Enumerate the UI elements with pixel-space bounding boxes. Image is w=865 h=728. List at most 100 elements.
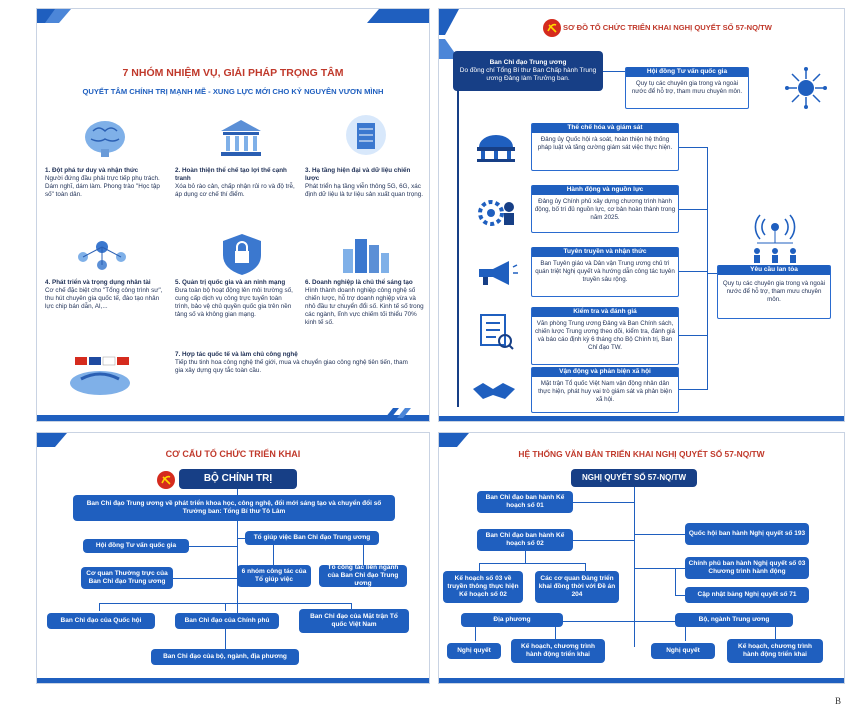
group-inspection-head: Kiểm tra và đánh giá	[532, 307, 678, 317]
connector	[679, 209, 707, 210]
decor-chevrons-right	[359, 9, 429, 23]
group-communication-body: Ban Tuyên giáo và Dân vận Trung ương chủ…	[535, 260, 675, 284]
central-committee-body: Do đồng chí Tổng Bí thư Ban Chấp hành Tr…	[459, 67, 597, 82]
plan-01-box: Ban Chỉ đạo ban hành Kế hoạch số 01	[477, 491, 573, 513]
spine-line	[457, 91, 459, 407]
connector	[363, 545, 364, 565]
decor-chevrons	[37, 9, 97, 39]
talent-network-icon	[71, 235, 133, 280]
connector	[675, 595, 685, 596]
six-groups-box: 6 nhóm công tác của Tổ giúp việc	[237, 565, 311, 587]
group-mobilization-head: Vận động và phản biện xã hội	[532, 367, 678, 377]
page-title: 7 NHÓM NHIỆM VỤ, GIẢI PHÁP TRỌNG TÂM	[122, 67, 344, 79]
task-2: 2. Hoàn thiện thể chế tạo lợi thế cạnh t…	[175, 167, 297, 199]
ministry-plan-box: Kế hoạch, chương trình hành động triển k…	[727, 639, 823, 663]
central-steering-box: Ban Chỉ đạo Trung ương về phát triển kho…	[73, 495, 395, 521]
decor-chevrons	[37, 433, 87, 451]
gear-people-icon	[473, 195, 519, 236]
page-marker: B	[834, 696, 841, 706]
task-2-body: Xóa bỏ rào cản, chấp nhận rủi ro và độ t…	[175, 183, 295, 199]
root-resolution-box: NGHỊ QUYẾT SỐ 57-NQ/TW	[571, 469, 697, 487]
connector	[679, 389, 707, 390]
city-skyline-icon	[337, 231, 393, 280]
task-4-body: Cơ chế đặc biệt cho "Tổng công trình sư"…	[45, 287, 163, 311]
panel-seven-task-groups: 7 NHÓM NHIỆM VỤ, GIẢI PHÁP TRỌNG TÂM QUY…	[36, 8, 430, 422]
bottom-stripe	[37, 415, 429, 421]
task-6: 6. Doanh nghiệp là chủ thể sáng tạo Hình…	[305, 279, 425, 327]
international-flags-icon	[59, 349, 141, 404]
document-title: HỆ THỐNG VĂN BẢN TRIỂN KHAI NGHỊ QUYẾT S…	[518, 449, 765, 459]
panel-document-system: HỆ THỐNG VĂN BẢN TRIỂN KHAI NGHỊ QUYẾT S…	[438, 432, 845, 684]
data-center-icon	[339, 113, 393, 164]
interagency-team-box: Tổ công tác liên ngành của Ban Chỉ đạo T…	[319, 564, 407, 587]
plan-03-box: Kế hoạch số 03 về truyền thông thực hiện…	[443, 571, 523, 603]
government-building-icon	[215, 117, 267, 164]
panel-org-structure: CƠ CẤU TỔ CHỨC TRIỂN KHAI BỘ CHÍNH TRỊ B…	[36, 432, 430, 684]
task-5-body: Đưa toàn bộ hoạt động lên môi trường số,…	[175, 287, 293, 319]
standing-agency-box: Cơ quan Thường trực của Ban Chỉ đạo Trun…	[81, 567, 173, 589]
connector	[679, 335, 707, 336]
advisory-council-body: Quy tụ các chuyên gia trong và ngoài nướ…	[631, 80, 743, 96]
signal-people-icon	[745, 213, 805, 272]
connector	[99, 603, 100, 611]
group-inspection-body: Văn phòng Trung ương Đảng và Ban Chính s…	[535, 320, 675, 352]
connector	[189, 546, 237, 547]
connector	[775, 627, 776, 641]
central-committee-head: Ban Chỉ đạo Trung ương	[489, 59, 567, 67]
connector	[237, 489, 238, 495]
checklist-icon	[475, 311, 515, 356]
advisory-council-box: Hội đồng Tư vấn quốc gia	[83, 539, 189, 553]
panel-implementation-diagram: SƠ ĐỒ TỔ CHỨC TRIỂN KHAI NGHỊ QUYẾT SỐ 5…	[438, 8, 845, 422]
group-legislation-body: Đảng ủy Quốc hội rà soát, hoàn thiện hệ …	[537, 136, 673, 152]
connector	[573, 540, 634, 541]
central-committee-box: Ban Chỉ đạo Trung ương Do đồng chí Tổng …	[453, 51, 603, 91]
connector	[634, 487, 635, 647]
task-1-body: Người đứng đầu phải trực tiếp phụ trách.…	[45, 175, 160, 199]
connector	[479, 563, 585, 564]
task-7: 7. Hợp tác quốc tế và làm chủ công nghệ …	[175, 351, 415, 375]
task-7-body: Tiếp thu tinh hoa công nghệ thế giới, mu…	[175, 359, 408, 375]
local-steering-box: Ban Chỉ đạo của bộ, ngành, địa phương	[151, 649, 299, 665]
connector	[675, 568, 676, 595]
group-action-body: Đảng ủy Chính phủ xây dựng chương trình …	[534, 198, 676, 222]
shield-icon	[217, 231, 267, 282]
group-legislation-head: Thể chế hóa và giám sát	[532, 123, 678, 133]
handshake-icon	[469, 375, 519, 410]
party-emblem-icon	[543, 19, 561, 37]
local-level-box: Địa phương	[461, 613, 563, 627]
task-6-body: Hình thành doanh nghiệp công nghệ số chi…	[305, 287, 424, 327]
network-globe-icon	[783, 65, 829, 116]
assembly-steering-box: Ban Chỉ đạo của Quốc hội	[47, 613, 155, 629]
task-4: 4. Phát triển và trọng dụng nhân tài Cơ …	[45, 279, 167, 311]
group-action: Hành động và nguồn lực Đảng ủy Chính phủ…	[531, 185, 679, 233]
local-resolution-box: Nghị quyết	[447, 643, 501, 659]
connector	[679, 147, 707, 148]
task-3: 3. Hạ tầng hiện đại và dữ liệu chiến lượ…	[305, 167, 425, 199]
group-communication-head: Tuyên truyền và nhận thức	[532, 247, 678, 257]
bottom-stripe	[439, 678, 844, 683]
page-subtitle: QUYẾT TÂM CHÍNH TRỊ MẠNH MẼ - XUNG LỰC M…	[82, 87, 384, 96]
ministry-resolution-box: Nghị quyết	[651, 643, 715, 659]
task-2-head: 2. Hoàn thiện thể chế tạo lợi thế cạnh t…	[175, 167, 287, 183]
group-legislation: Thể chế hóa và giám sát Đảng ủy Quốc hội…	[531, 123, 679, 171]
group-communication: Tuyên truyền và nhận thức Ban Tuyên giáo…	[531, 247, 679, 297]
connector	[634, 568, 685, 569]
group-mobilization: Vận động và phản biện xã hội Mặt trận Tổ…	[531, 367, 679, 413]
government-steering-box: Ban Chỉ đạo của Chính phủ	[175, 613, 279, 629]
task-1-head: 1. Đột phá tư duy và nhận thức	[45, 167, 139, 174]
party-agencies-box: Các cơ quan Đảng triển khai đồng thời vớ…	[535, 571, 619, 603]
task-1: 1. Đột phá tư duy và nhận thức Người đứn…	[45, 167, 165, 199]
connector	[225, 603, 226, 611]
front-steering-box: Ban Chỉ đạo của Mặt trận Tổ quốc Việt Na…	[299, 609, 409, 633]
ministry-level-box: Bộ, ngành Trung ương	[675, 613, 793, 627]
connector	[634, 534, 685, 535]
connector	[707, 147, 708, 390]
update-resolution-box: Cập nhật bảng Nghị quyết số 71	[685, 587, 809, 603]
support-team-box: Tổ giúp việc Ban Chỉ đạo Trung ương	[245, 531, 379, 545]
connector	[555, 627, 556, 641]
connector	[503, 621, 767, 622]
decor-chevrons	[439, 433, 489, 451]
politburo-box: BỘ CHÍNH TRỊ	[179, 469, 297, 489]
connector	[225, 629, 226, 649]
connector	[707, 273, 717, 274]
